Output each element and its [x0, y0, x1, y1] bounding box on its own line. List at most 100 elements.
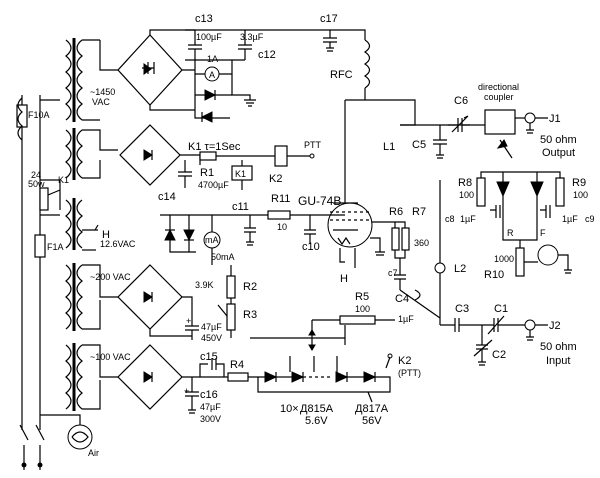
r9-label: R9	[572, 177, 586, 189]
r4-resistor	[227, 372, 249, 382]
k2-ptt-contact-sub: (PTT)	[398, 368, 421, 378]
c12-label: c12	[258, 49, 276, 61]
r8-label: R8	[458, 177, 472, 189]
hv-bridge	[99, 29, 195, 111]
c5-label: C5	[412, 139, 426, 151]
swr-bridge: R8 100 R9 100 c8 1µF c9 1µF R F R10 1000	[445, 171, 595, 281]
milliammeter-symbol: mA	[205, 235, 219, 245]
c8-value: 1µF	[460, 214, 476, 224]
tube-gu74b: GU-74B H	[298, 170, 385, 285]
r2-resistor	[226, 275, 236, 299]
l2-label: L2	[454, 263, 466, 275]
directional-coupler	[484, 109, 516, 135]
j2-impedance: 50 ohm	[540, 341, 577, 353]
r7-label: R7	[412, 206, 426, 218]
j1-impedance: 50 ohm	[540, 134, 577, 146]
fuse-f1a-label: F1A	[47, 242, 64, 252]
r1-label: R1	[200, 167, 214, 179]
plate-choke: c17 RFC	[320, 13, 371, 100]
r6-resistor	[391, 227, 400, 251]
r10-label: R10	[484, 269, 504, 281]
r2-value: 3.9K	[195, 280, 214, 290]
input-jack	[524, 319, 536, 331]
r5-label: R5	[355, 291, 369, 303]
r11-value: 10	[277, 222, 287, 232]
supply-100vac: ~100 VAC c15 R4 c16 47µF 300V +	[65, 343, 265, 424]
output-jack	[524, 112, 536, 124]
fan-motor	[67, 424, 93, 450]
v100-label: ~100 VAC	[90, 352, 131, 362]
hv-transformer: ~1450 VAC	[17, 38, 115, 141]
c16-volt: 300V	[200, 414, 221, 424]
r2-label: R2	[243, 281, 257, 293]
ammeter-symbol: A	[209, 70, 215, 80]
c4-label: C4	[395, 293, 409, 305]
r11-label: R11	[271, 193, 290, 205]
c9-value: 1µF	[562, 214, 578, 224]
r1-resistor	[199, 151, 217, 161]
step-resistor	[39, 187, 49, 211]
r3-potentiometer	[226, 303, 236, 331]
c6-label: C6	[454, 95, 468, 107]
c8-label: c8	[445, 214, 455, 224]
r8-resistor	[476, 177, 486, 207]
supply-200vac: ~200 VAC	[65, 263, 193, 337]
c9-label: c9	[585, 214, 595, 224]
k2-ptt-contact: K2	[398, 355, 411, 367]
fuse-f10a	[16, 104, 28, 128]
zener-d815a-voltage: 5.6V	[305, 415, 328, 427]
r3-label: R3	[243, 309, 257, 321]
bias-cap-volt: 450V	[201, 333, 222, 343]
c16-plus: +	[184, 386, 189, 396]
j2-name: Input	[546, 355, 570, 367]
c1-label: C1	[494, 303, 508, 315]
k2-ptt-label: PTT	[304, 140, 322, 150]
r-tap-label: R	[507, 228, 514, 238]
tank-circuit: L1 C5 C6 directional coupler J1 50 ohm O…	[344, 82, 577, 170]
relay-k1-contact-label: K1	[58, 175, 69, 185]
r1-value: 4700µF	[198, 180, 229, 190]
c17-label: c17	[320, 13, 338, 25]
ammeter-range: 1A	[207, 54, 218, 64]
l1-label: L1	[383, 141, 395, 153]
heater-tap: H	[102, 229, 110, 241]
c13-value: 100µF	[196, 32, 222, 42]
tube-label: GU-74B	[298, 194, 341, 208]
r6-label: R6	[389, 206, 403, 218]
l2-coil	[434, 262, 446, 274]
fuse-f1a	[34, 234, 46, 258]
zener-d815a: Д815А	[300, 403, 334, 415]
hv-voltage-unit: VAC	[92, 97, 110, 107]
zener-count: 10×	[280, 403, 299, 415]
r11-resistor	[267, 210, 291, 220]
r5-value: 100	[355, 304, 370, 314]
mains-section: F10A F1A 24 50w K1 Air	[16, 95, 99, 470]
c16-label: c16	[200, 389, 218, 401]
c4-value: 1µF	[398, 314, 414, 324]
relay-k2-coil	[274, 145, 288, 167]
bias-supply: H 12.6VAC mA 50mA c11 R11 10 c10 R2 3.9K…	[65, 193, 395, 351]
v200-label: ~200 VAC	[90, 272, 131, 282]
rfc-label: RFC	[330, 69, 353, 81]
milliammeter-range: 50mA	[211, 252, 235, 262]
r5-resistor	[339, 315, 376, 325]
c13-label: c13	[195, 13, 213, 25]
k1-tau-label: K1 τ=1Sec	[188, 141, 241, 153]
r8-value: 100	[459, 190, 474, 200]
c2-label: C2	[492, 349, 506, 361]
r7-resistor	[401, 227, 410, 251]
input-network: C3 C1 C2 J2 50 ohm Input	[440, 303, 577, 367]
c3-label: C3	[455, 303, 469, 315]
r4-label: R4	[230, 359, 244, 371]
coupler-label-1: directional	[478, 82, 519, 92]
r10-value: 1000	[494, 254, 514, 264]
c16-value: 47µF	[200, 402, 221, 412]
j1-label: J1	[549, 113, 561, 125]
r67-value: 360	[414, 238, 429, 248]
swr-meter	[537, 244, 559, 266]
heater-label: H	[340, 273, 348, 285]
bias-cap-value: 47µF	[201, 322, 222, 332]
zener-d817a-voltage: 56V	[362, 415, 382, 427]
f-tap-label: F	[540, 228, 546, 238]
